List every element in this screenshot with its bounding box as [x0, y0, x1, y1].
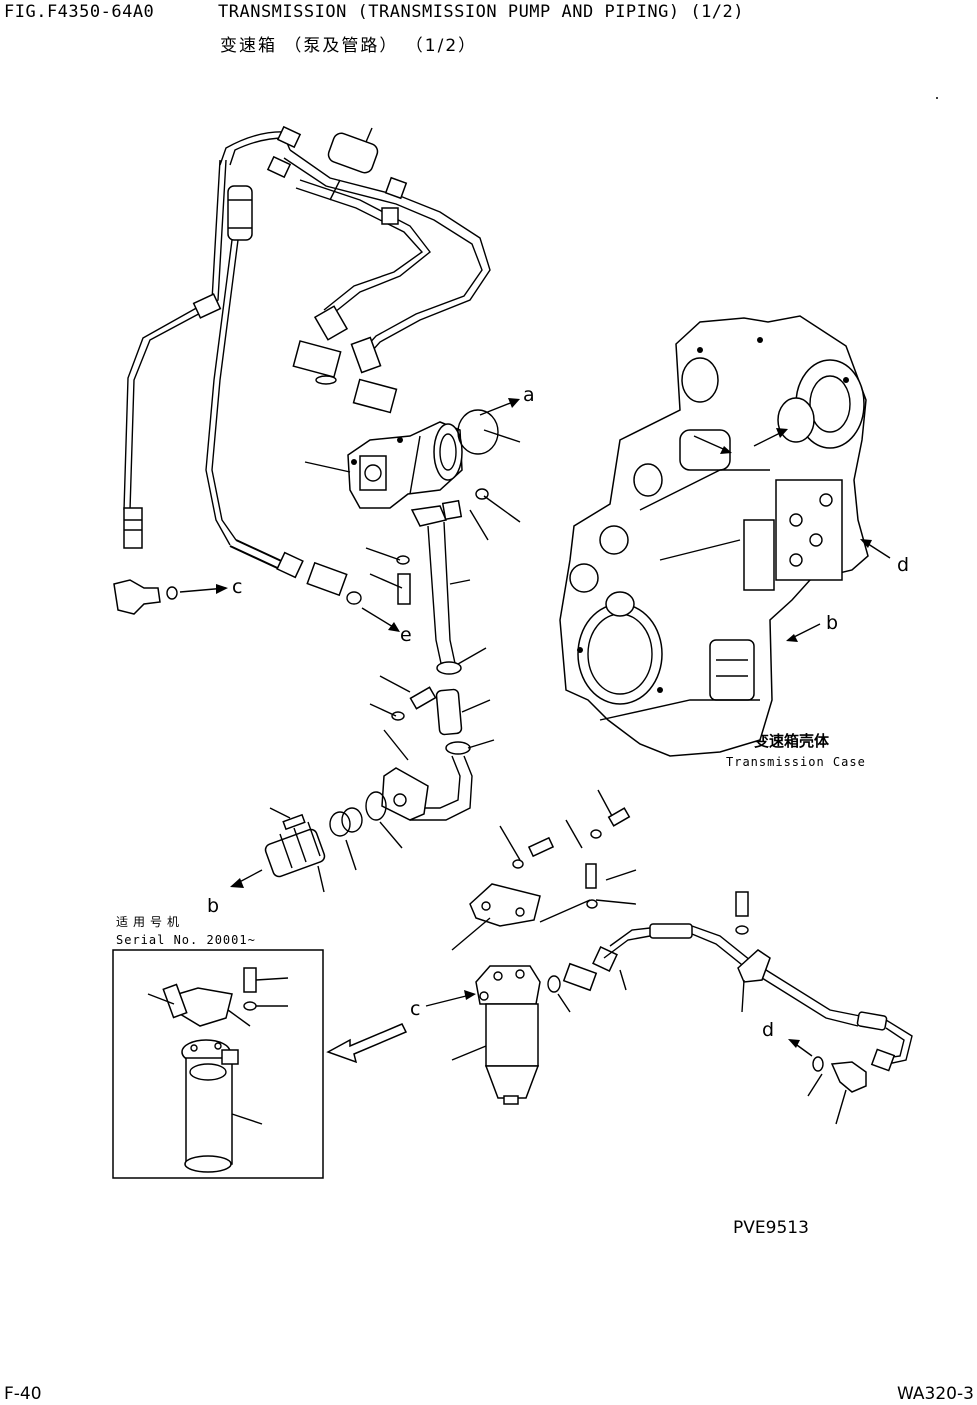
filter-outlet-pipe: [562, 891, 913, 1072]
callout-b-strainer: b: [207, 895, 220, 917]
inset-pointer-arrow: [326, 1023, 408, 1064]
drawing-code: PVE9513: [733, 1218, 809, 1238]
figure-code: FIG.F4350-64A0: [4, 2, 155, 22]
strainer-assembly: [230, 807, 363, 893]
callout-c-left: c: [232, 576, 243, 598]
oil-filter: [425, 965, 571, 1105]
lower-left-hose: [205, 185, 304, 579]
page-number: F-40: [4, 1384, 42, 1404]
bolts-center: [365, 547, 495, 761]
inset-applicable-label: 适用号机: [116, 915, 185, 929]
filter-bracket: [451, 789, 637, 951]
transmission-case-label-en: Transmission Case: [726, 755, 866, 769]
strainer-cover: [365, 767, 429, 849]
figure-title-en: TRANSMISSION (TRANSMISSION PUMP AND PIPI…: [218, 2, 745, 22]
figure-title-cn: 变速箱 （泵及管路） （1/2）: [220, 36, 478, 56]
pump-leaders: [304, 127, 521, 541]
upper-pipe-left: [123, 131, 291, 549]
elbow-fitting-left: [113, 579, 228, 615]
transmission-case-label-cn: 变速箱壳体: [754, 732, 830, 750]
callout-d-pipe: d: [762, 1019, 775, 1041]
sensor-fitting: [306, 561, 400, 632]
inset-frame: [112, 949, 324, 1179]
arrow-a-top: [479, 398, 520, 416]
suction-pipe: [410, 488, 489, 821]
callout-e-hose: e: [400, 624, 412, 646]
callout-b-case: b: [826, 612, 839, 634]
transmission-pump: [347, 409, 499, 509]
callout-a-top: a: [523, 384, 535, 406]
model-number: WA320-3: [897, 1384, 974, 1404]
upper-pipe-right: [266, 125, 491, 414]
case-arrows: [693, 428, 891, 642]
transmission-case: [559, 315, 869, 757]
inset-serial-number: Serial No. 20001~: [116, 933, 256, 947]
callout-d-valve: d: [897, 554, 910, 576]
elbow-fitting-right: [788, 1039, 867, 1125]
callout-c-filter: c: [410, 998, 421, 1020]
